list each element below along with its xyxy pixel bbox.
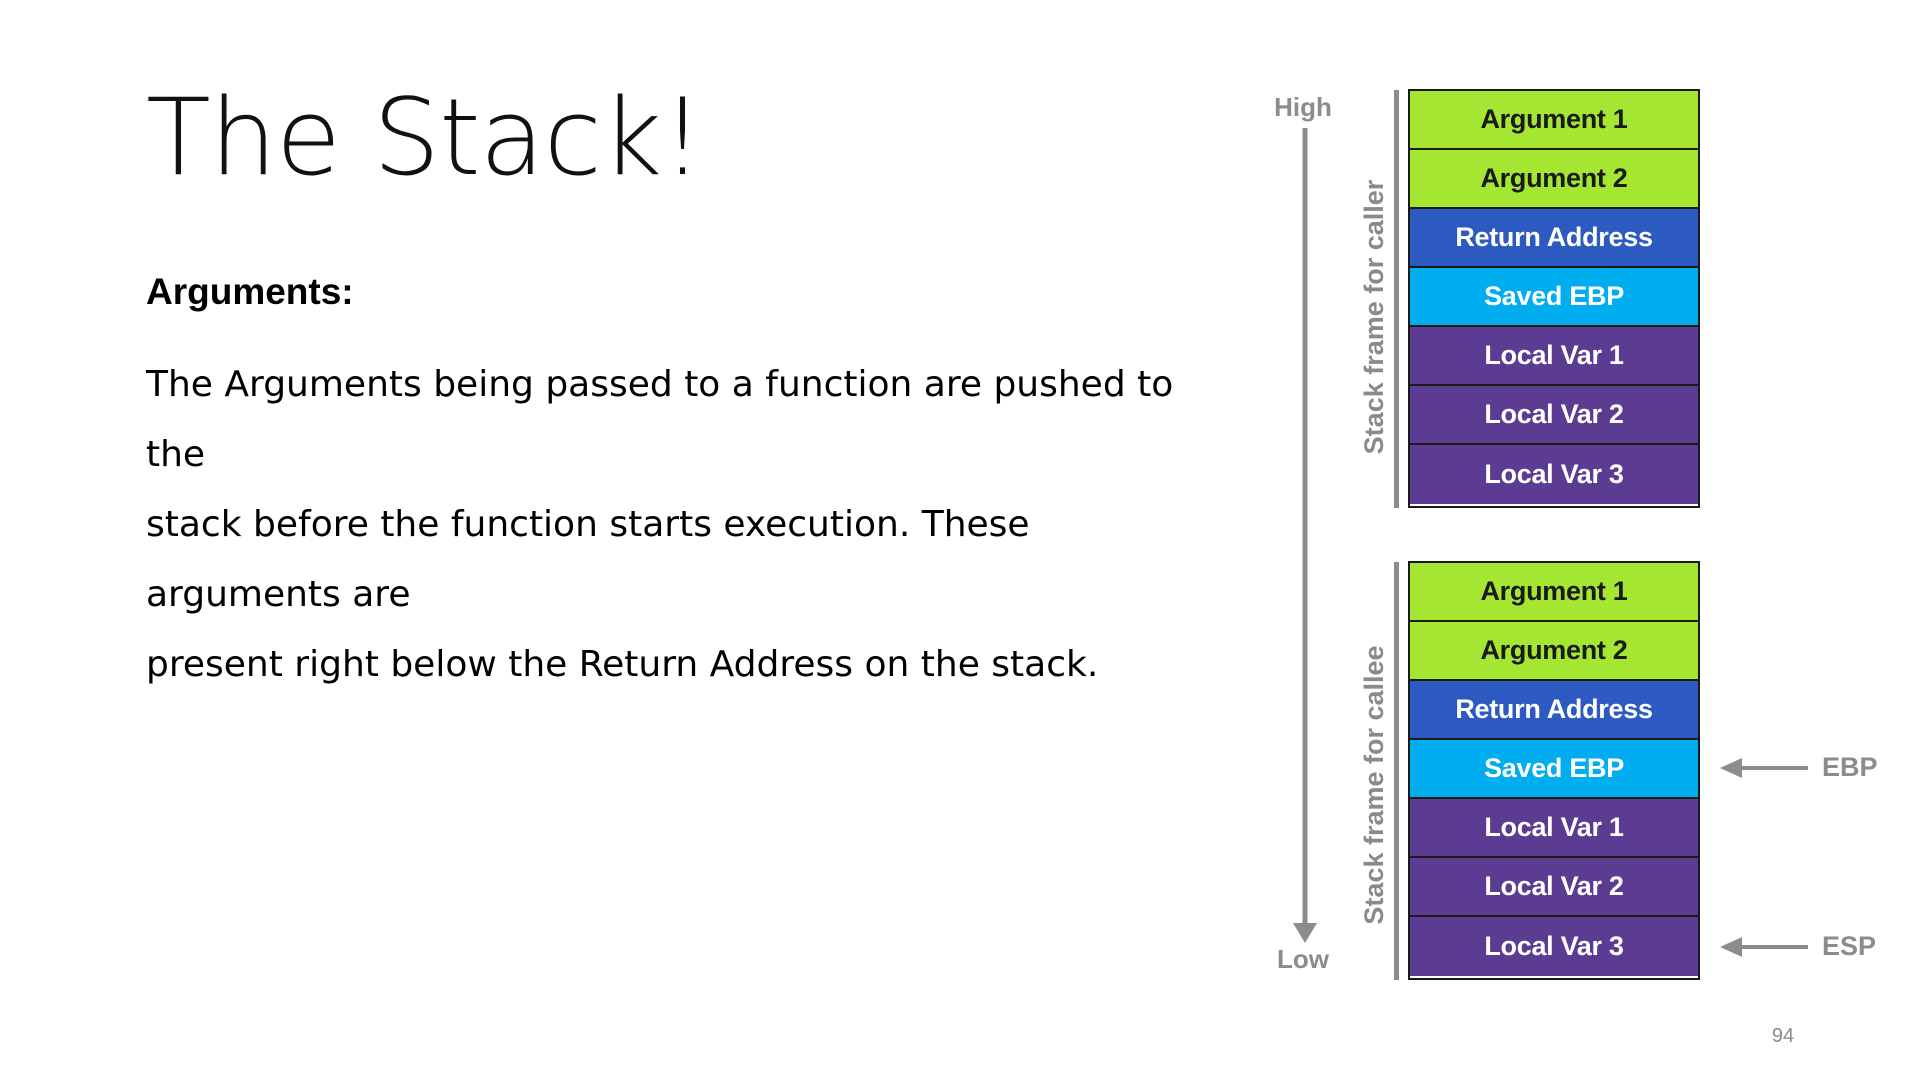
caller-stack-frame: Argument 1 Argument 2 Return Address Sav…: [1408, 89, 1700, 508]
stack-cell: Return Address: [1410, 681, 1698, 740]
paragraph-line-1: The Arguments being passed to a function…: [146, 364, 1174, 475]
stack-cell: Local Var 3: [1410, 917, 1698, 976]
stack-cell: Saved EBP: [1410, 268, 1698, 327]
paragraph-line-3: present right below the Return Address o…: [146, 644, 1099, 685]
esp-arrow-icon: [1720, 936, 1808, 957]
callee-frame-label: Stack frame for callee: [1359, 645, 1389, 925]
paragraph-line-2: stack before the function starts executi…: [146, 504, 1030, 615]
page-number: 94: [1771, 1025, 1795, 1047]
stack-cell: Argument 2: [1410, 150, 1698, 209]
stack-cell: Saved EBP: [1410, 740, 1698, 799]
stack-cell: Local Var 3: [1410, 445, 1698, 504]
direction-arrow: [1293, 128, 1317, 943]
low-label: Low: [1277, 944, 1329, 974]
ebp-arrow-icon: [1720, 757, 1808, 778]
caller-frame-label: Stack frame for caller: [1359, 179, 1389, 455]
ebp-label: EBP: [1822, 752, 1878, 782]
arguments-heading: Arguments:: [146, 271, 354, 312]
high-label: High: [1274, 92, 1332, 122]
stack-cell: Argument 1: [1410, 563, 1698, 622]
caller-frame-bracket: [1394, 90, 1399, 508]
stack-cell: Local Var 1: [1410, 327, 1698, 386]
callee-stack-frame: Argument 1 Argument 2 Return Address Sav…: [1408, 561, 1700, 980]
esp-pointer: ESP: [1720, 931, 1876, 962]
stack-cell: Return Address: [1410, 209, 1698, 268]
stack-cell: Argument 2: [1410, 622, 1698, 681]
esp-label: ESP: [1822, 931, 1877, 961]
stack-cell: Local Var 1: [1410, 799, 1698, 858]
direction-arrow-head: [1293, 923, 1317, 943]
stack-cell: Argument 1: [1410, 91, 1698, 150]
ebp-pointer: EBP: [1720, 752, 1878, 783]
stack-cell: Local Var 2: [1410, 858, 1698, 917]
callee-frame-bracket: [1394, 562, 1399, 980]
arguments-paragraph: The Arguments being passed to a function…: [146, 350, 1206, 700]
stack-cell: Local Var 2: [1410, 386, 1698, 445]
slide-title: The Stack!: [146, 76, 704, 199]
